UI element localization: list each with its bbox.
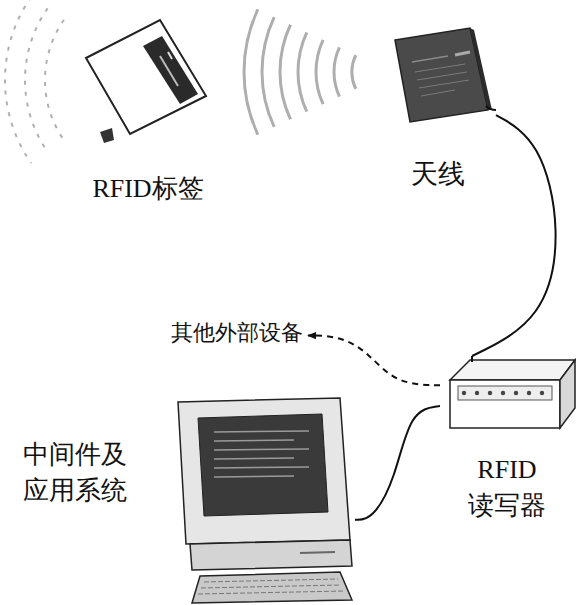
- screen-line: [214, 467, 309, 468]
- led-dot: [501, 391, 505, 395]
- cable: [472, 115, 555, 356]
- device-label: 其他外部设备: [166, 318, 308, 349]
- led-dot: [488, 391, 492, 395]
- screen-line: [214, 440, 294, 441]
- radio-waves: [5, 0, 356, 163]
- tag-card: [86, 20, 206, 143]
- wave-arc: [352, 55, 356, 89]
- wave-arc: [25, 8, 48, 151]
- key-row: [201, 585, 341, 588]
- device-node: RFID 读写器: [440, 356, 574, 529]
- wave-arc: [298, 32, 307, 111]
- key-row: [198, 591, 344, 594]
- key-row: [204, 579, 338, 582]
- screen-line: [214, 476, 294, 477]
- reader-box: [450, 356, 575, 428]
- device-label: 天线: [380, 156, 496, 194]
- wave-arc: [262, 17, 274, 127]
- led-dot: [540, 391, 544, 395]
- computer: [178, 398, 352, 603]
- device-node: 其他外部设备: [166, 318, 308, 353]
- wave-arc: [5, 0, 31, 163]
- screen-line: [214, 431, 309, 432]
- led-dot: [527, 391, 531, 395]
- device-node: RFID标签: [63, 15, 233, 211]
- led-dot: [514, 391, 518, 395]
- antenna-panel: [395, 28, 496, 122]
- device-label: RFID标签: [63, 171, 233, 207]
- wave-arc: [280, 25, 290, 120]
- device-label: 中间件及 应用系统: [23, 437, 137, 510]
- screen-line: [214, 458, 294, 459]
- wave-arc: [244, 9, 258, 134]
- wave-arc: [334, 47, 339, 96]
- signal-arrow: [308, 335, 440, 385]
- wave-arc: [316, 40, 323, 104]
- device-node: 中间件及 应用系统: [15, 395, 355, 603]
- device-label: RFID 读写器: [463, 452, 551, 525]
- wave-arc: [45, 20, 64, 140]
- led-dot: [475, 391, 479, 395]
- screen-line: [214, 449, 309, 450]
- cable: [355, 406, 440, 520]
- device-node: 天线: [380, 18, 496, 198]
- led-dot: [462, 391, 466, 395]
